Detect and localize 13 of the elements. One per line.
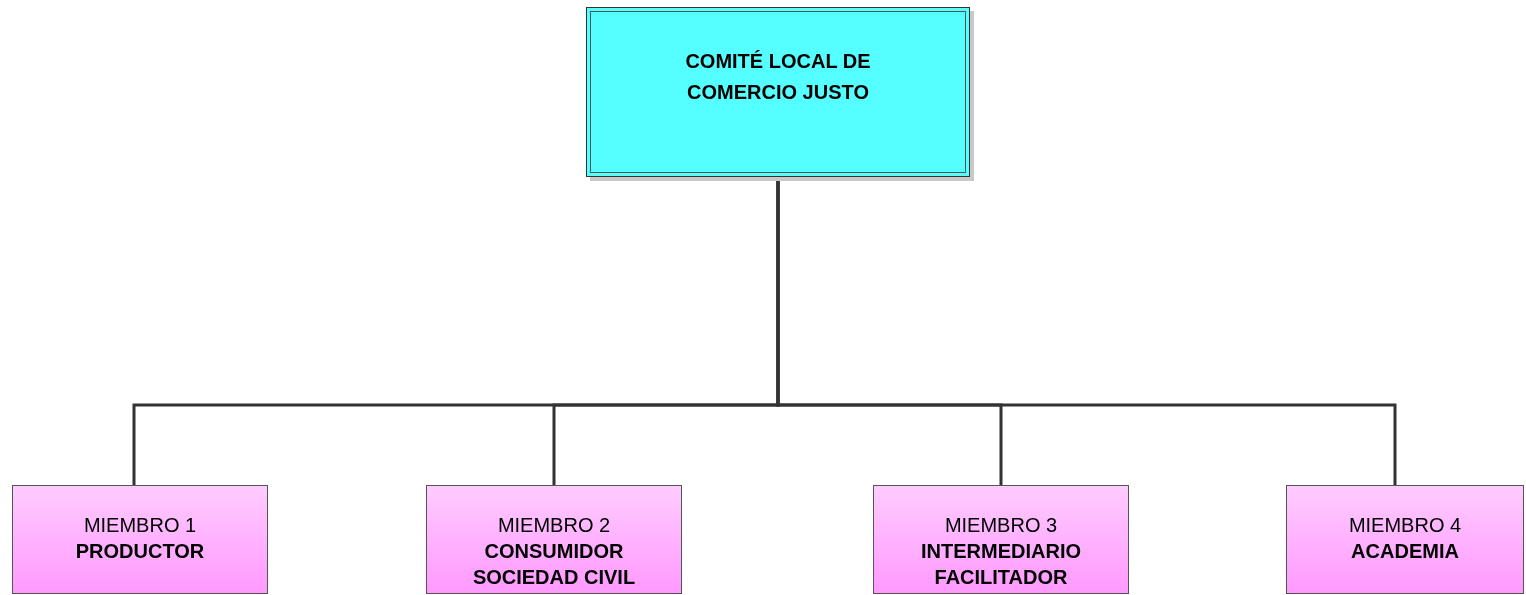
member-box	[873, 485, 1129, 594]
member-role: ACADEMIA	[1351, 539, 1459, 564]
member-role: CONSUMIDOR SOCIEDAD CIVIL	[471, 539, 637, 590]
member-number: MIEMBRO 4	[1348, 513, 1462, 538]
member-role: PRODUCTOR	[75, 539, 205, 564]
member-number: MIEMBRO 2	[497, 513, 611, 538]
member-box	[12, 485, 268, 594]
member-box	[426, 485, 682, 594]
member-number: MIEMBRO 1	[83, 513, 197, 538]
member-number: MIEMBRO 3	[944, 513, 1058, 538]
member-box	[1286, 485, 1524, 594]
committee-title: COMITÉ LOCAL DE COMERCIO JUSTO	[684, 49, 872, 105]
member-role: INTERMEDIARIO FACILITADOR	[920, 539, 1082, 590]
